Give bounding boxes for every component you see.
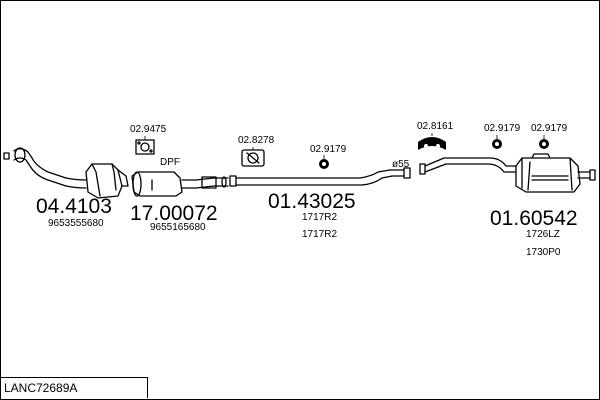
part-number-rear-silencer: 01.60542 — [490, 207, 578, 230]
fitting-label-4: 02.8161 — [417, 121, 454, 132]
rear-silencer-icon — [515, 153, 596, 193]
rubber-mount-icon-3 — [539, 139, 549, 149]
oem-ref-middle-pipe-1: 1717R2 — [302, 212, 338, 223]
rubber-mount-icon — [319, 159, 329, 169]
oem-ref-rear-silencer-2: 1730P0 — [526, 247, 561, 258]
part-number-catalyst: 04.4103 — [36, 195, 112, 218]
dpf-tag: DPF — [160, 157, 180, 168]
middle-pipe-icon — [229, 167, 411, 187]
flange-gasket-icon — [135, 139, 155, 155]
part-number-middle-pipe: 01.43025 — [268, 190, 356, 213]
clamp-icon — [241, 149, 265, 167]
front-flange-icon — [3, 152, 10, 160]
oem-ref-rear-silencer-1: 1726LZ — [526, 229, 560, 240]
oem-ref-middle-pipe-2: 1717R2 — [302, 229, 338, 240]
fitting-label-2: 02.8278 — [238, 135, 275, 146]
fitting-label-1: 02.9475 — [130, 124, 167, 135]
hanger-icon — [418, 137, 446, 150]
diameter-label: ø55 — [392, 159, 410, 170]
oem-ref-catalyst: 9653555680 — [48, 218, 104, 229]
fitting-label-6: 02.9179 — [531, 123, 568, 134]
oem-ref-dpf: 9655165680 — [150, 222, 206, 233]
part-number-dpf: 17.00072 — [130, 202, 218, 225]
fitting-label-5: 02.9179 — [484, 123, 521, 134]
fitting-label-3: 02.9179 — [310, 144, 347, 155]
catalytic-converter-icon — [13, 147, 129, 199]
rubber-mount-icon-2 — [492, 139, 502, 149]
set-code: LANC72689A — [0, 377, 148, 398]
rear-pipe-icon — [419, 157, 517, 175]
particulate-filter-icon — [131, 171, 229, 197]
